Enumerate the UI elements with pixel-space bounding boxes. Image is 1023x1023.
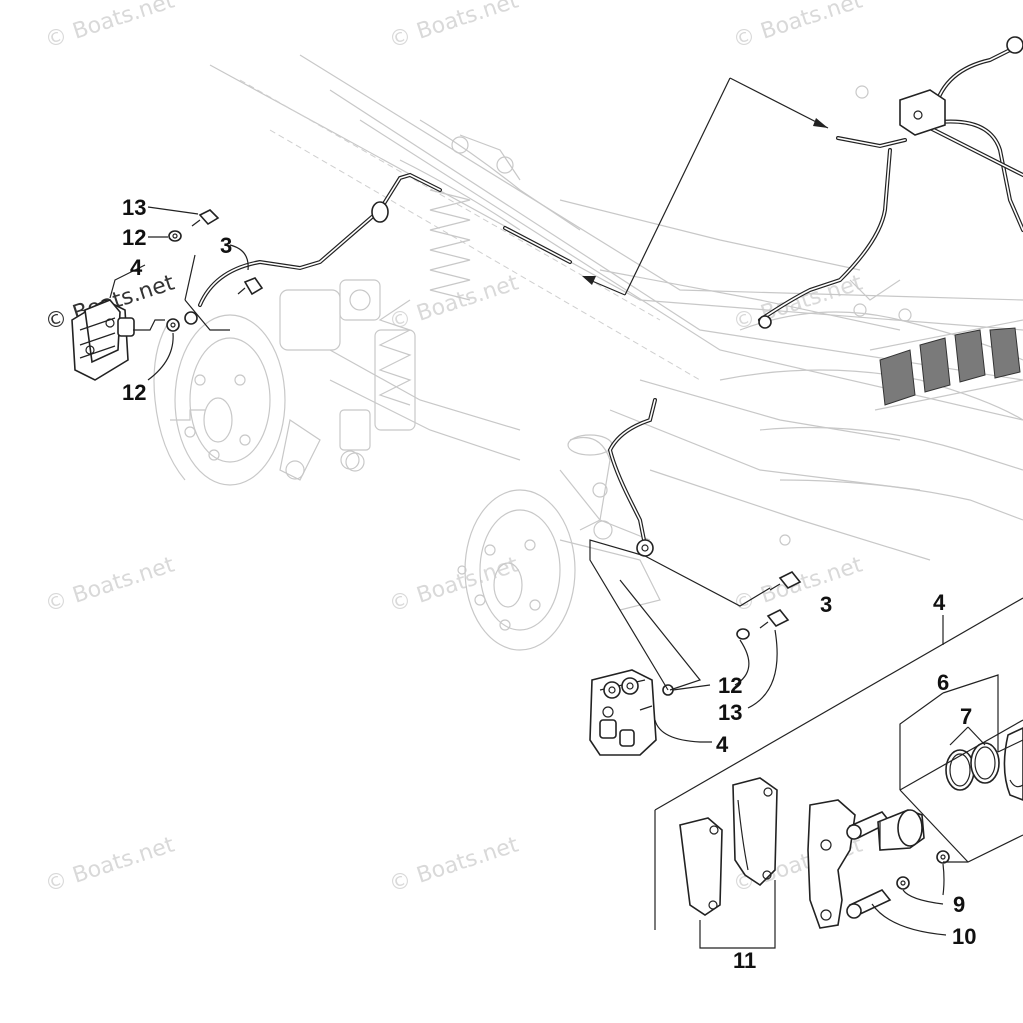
routing-arrows xyxy=(582,77,829,296)
washer-9-a xyxy=(896,876,910,890)
arrow-head xyxy=(813,118,828,128)
callout-4-right: 4 xyxy=(716,732,729,757)
rear-brake-caliper xyxy=(71,299,135,381)
callout-12-right: 12 xyxy=(718,673,742,698)
bolt-13-top xyxy=(198,209,220,226)
bolt-3-front xyxy=(778,570,802,590)
callout-12-mid: 12 xyxy=(122,380,146,405)
callout-4-group: 4 xyxy=(933,590,946,615)
atv-frame-ghost xyxy=(209,54,1023,611)
watermark-layer: © Boats.net © Boats.net © Boats.net © Bo… xyxy=(42,0,866,898)
callout-3-right: 3 xyxy=(820,592,832,617)
exploded-caliper-detail xyxy=(654,597,1023,949)
front-brake-caliper xyxy=(589,669,674,756)
caliper-bracket xyxy=(807,799,856,929)
brake-pad-outer xyxy=(679,817,723,916)
front-grill-mesh xyxy=(869,319,1023,411)
callout-6: 6 xyxy=(937,670,949,695)
washer-12-top xyxy=(168,230,182,242)
callout-10: 10 xyxy=(952,924,976,949)
callout-12-top: 12 xyxy=(122,225,146,250)
caliper-housing xyxy=(1003,727,1023,801)
callout-13-right: 13 xyxy=(718,700,742,725)
rear-brake-disc-ghost xyxy=(153,314,286,486)
callout-13-top: 13 xyxy=(122,195,146,220)
washer-9-b xyxy=(936,850,950,864)
watermark-text: © Boats.net xyxy=(386,0,522,54)
arrow-head xyxy=(582,276,596,285)
callout-labels: 13 12 3 4 12 3 12 13 4 4 6 7 9 10 11 xyxy=(122,195,976,973)
brake-hose-rear xyxy=(198,172,572,307)
watermark-text: © Boats.net xyxy=(730,552,866,617)
watermark-text: © Boats.net xyxy=(42,832,178,897)
watermark-text: © Boats.net xyxy=(730,0,866,54)
front-caliper-hardware xyxy=(736,570,802,640)
bolt-13-front xyxy=(766,608,790,628)
washer-12-front xyxy=(736,628,750,640)
watermark-text: © Boats.net xyxy=(386,832,522,897)
callout-3-top: 3 xyxy=(220,233,232,258)
brake-hose-front xyxy=(607,398,657,557)
watermark-text: © Boats.net xyxy=(42,552,178,617)
callout-11: 11 xyxy=(733,948,756,973)
bolt-3-top xyxy=(243,277,264,296)
brake-hose-main xyxy=(758,36,1023,329)
brake-pad-inner xyxy=(732,777,778,887)
rear-caliper-leaders xyxy=(109,206,249,381)
piston-seal-b xyxy=(970,742,1000,784)
watermark-text: © Boats.net xyxy=(386,552,522,617)
callout-4-top: 4 xyxy=(130,255,143,280)
front-brake-disc-ghost xyxy=(457,489,576,651)
shock-absorber-ghost xyxy=(339,189,471,472)
front-caliper-leaders xyxy=(589,539,778,743)
rear-caliper-hardware xyxy=(166,209,264,332)
callout-9: 9 xyxy=(953,892,965,917)
callout-7: 7 xyxy=(960,704,972,729)
washer-12-mid xyxy=(166,318,180,332)
watermark-text: © Boats.net xyxy=(42,0,178,54)
